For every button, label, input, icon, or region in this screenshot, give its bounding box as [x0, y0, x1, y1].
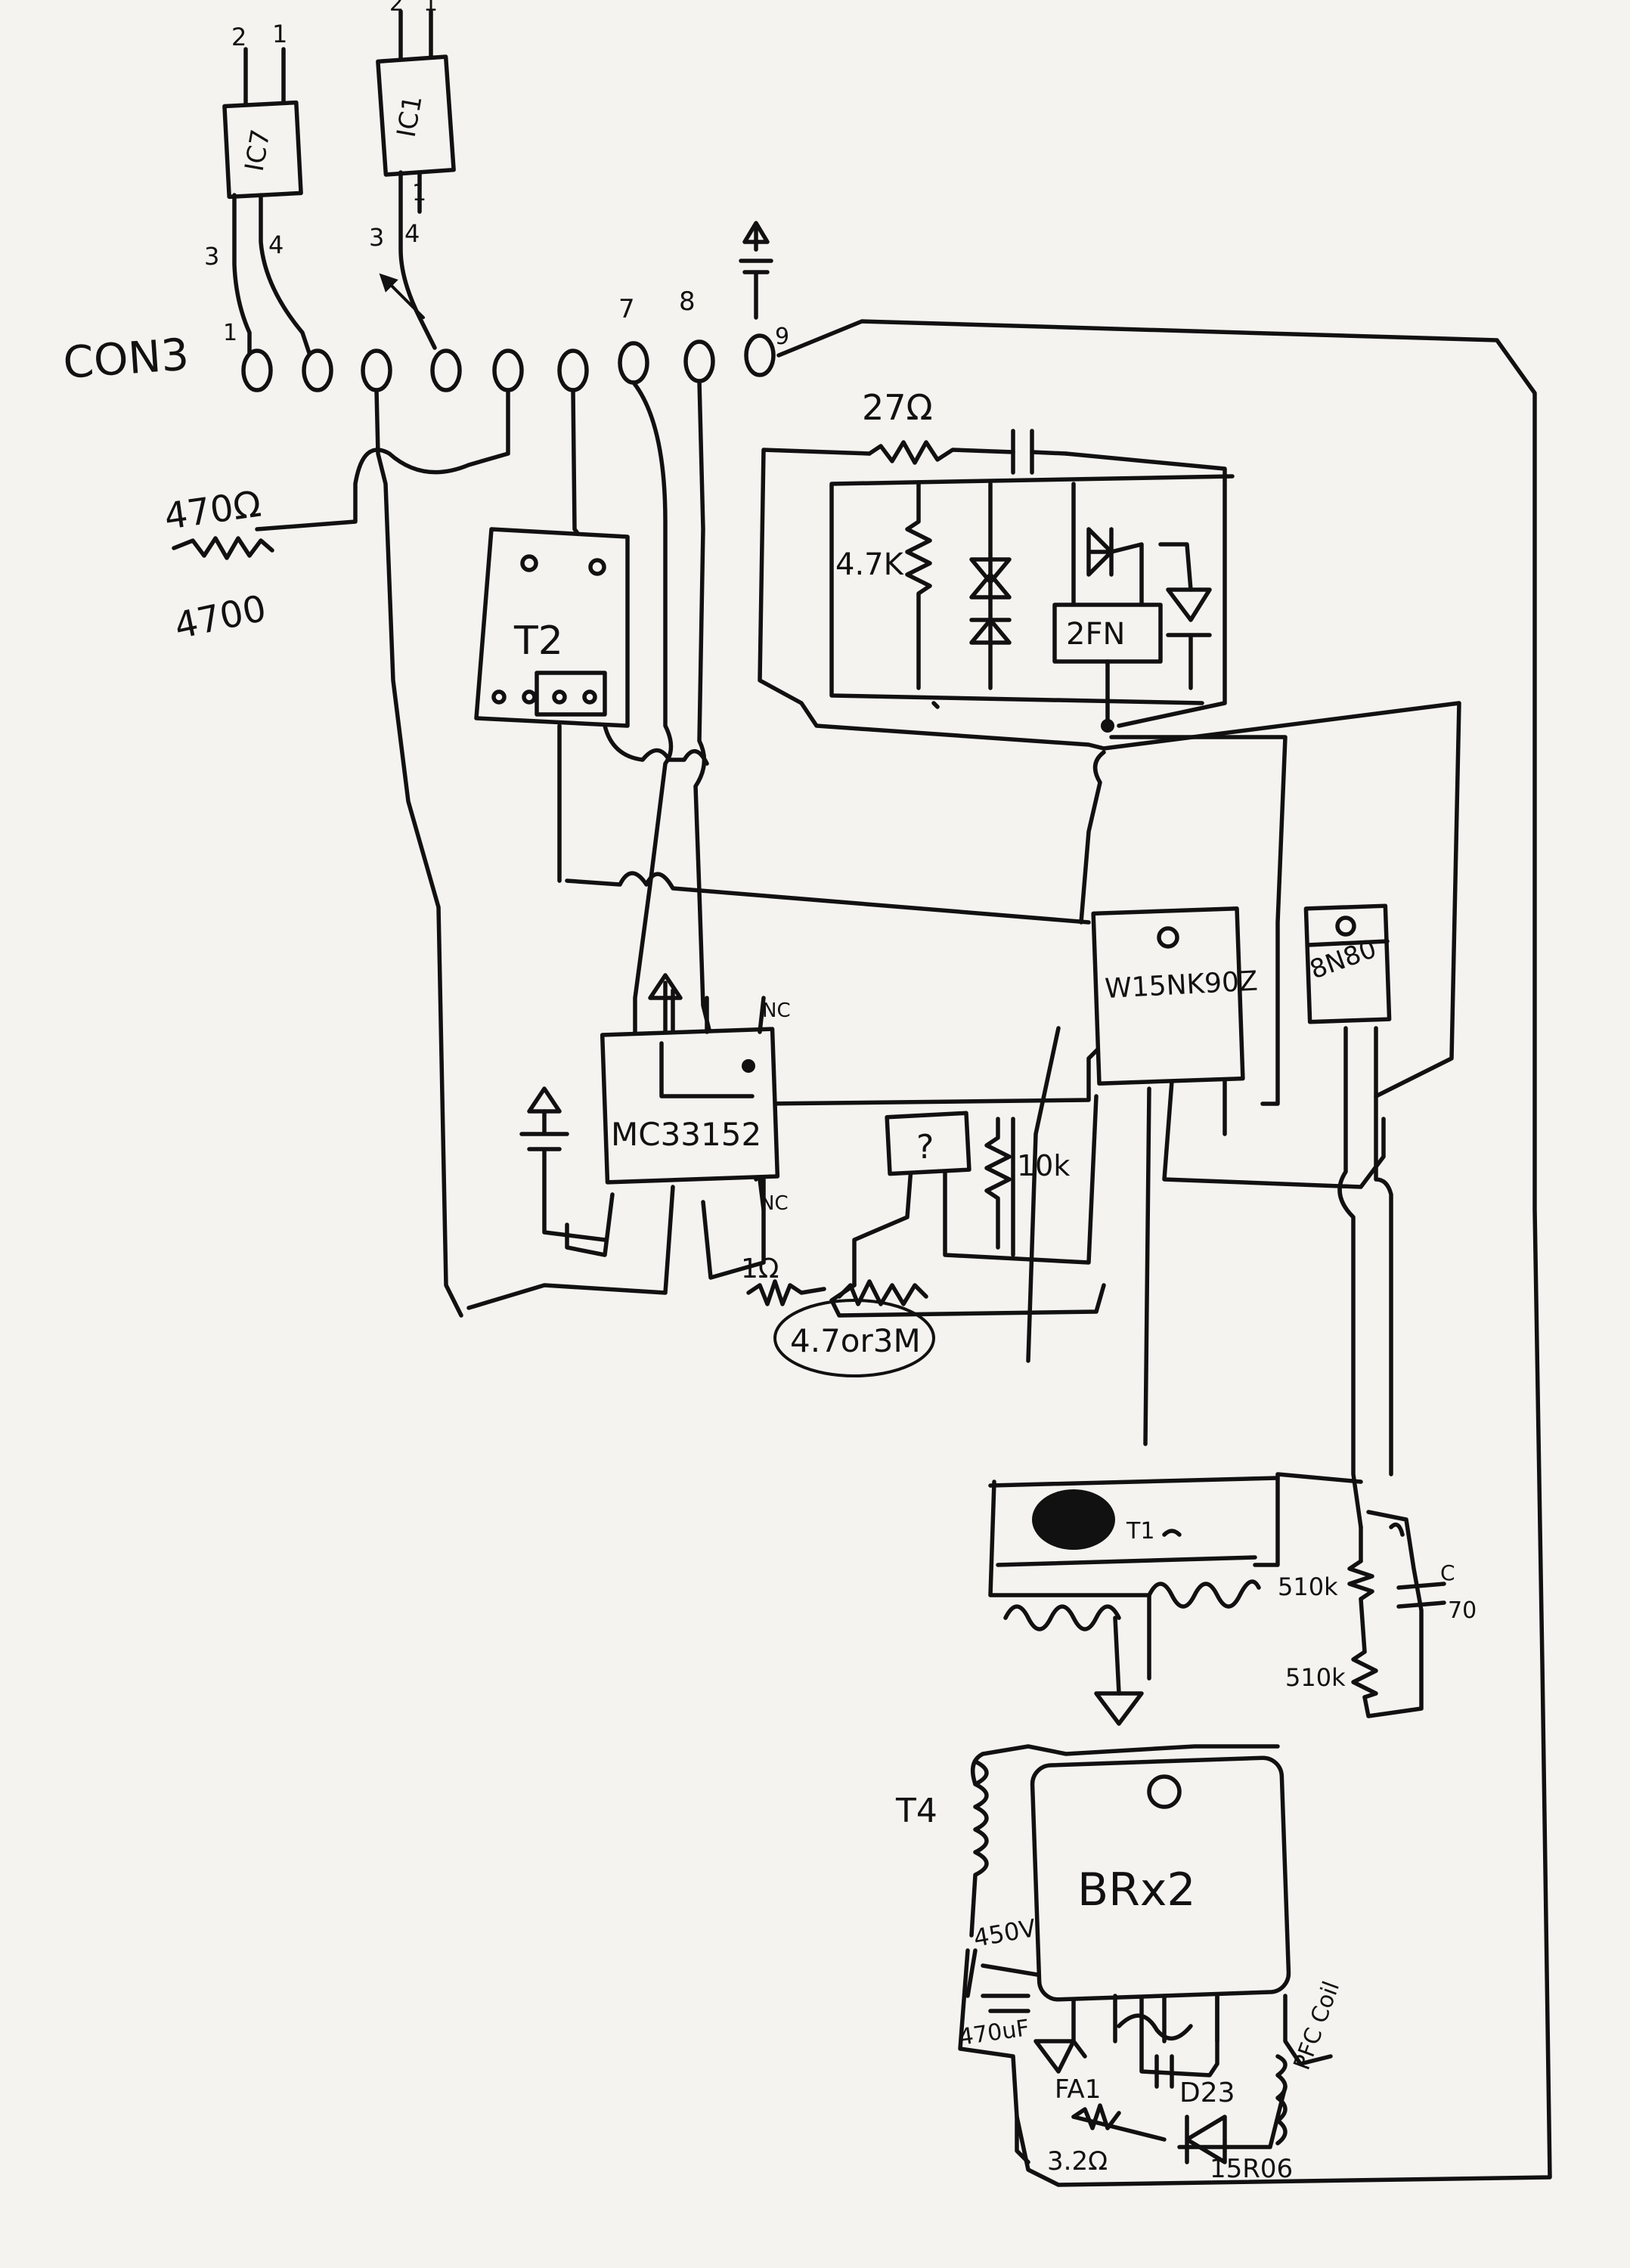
ic7-pin-3: 3 — [204, 242, 219, 271]
ic1-optocoupler: IC1 2 1 1 3 4 — [369, 0, 456, 350]
transformer-t2: T2 — [474, 527, 630, 728]
diode-part-label: 15R06 — [1210, 2154, 1293, 2184]
transformer-t1: T1 — [988, 1476, 1280, 1726]
feedback-divider: 510k 510k C 70 — [1278, 1559, 1477, 1699]
nc-top-label: NC — [762, 999, 791, 1022]
t1-label: T1 — [1126, 1518, 1154, 1545]
cap-470uf-label: 470uF — [957, 2015, 1030, 2051]
resistor-27-label: 27Ω — [862, 387, 933, 428]
resistor-1r-label: 1Ω — [741, 1253, 779, 1284]
con3-pins — [241, 333, 776, 392]
ic7-pin-4: 4 — [268, 231, 284, 259]
ic7-pin-1: 1 — [272, 20, 287, 48]
resistor-27-cap: 27Ω — [862, 387, 1068, 475]
ic7-pin-2: 2 — [231, 23, 246, 51]
ic1-pin-1-top: 1 — [423, 0, 438, 17]
resistor-470-label: 470Ω — [162, 483, 264, 538]
t2-label: T2 — [513, 618, 563, 664]
con3-pin-9: 9 — [775, 324, 789, 350]
resistor-4k7-label: 4.7K — [835, 547, 905, 582]
ic1-pin-4: 4 — [404, 219, 420, 248]
t4-label: T4 — [895, 1792, 937, 1830]
resistor-10k-label: 10k — [1017, 1149, 1070, 1182]
transformer-t4: T4 — [895, 1759, 989, 1938]
ic1-pin-3: 3 — [369, 223, 384, 252]
ic7-optocoupler: IC7 2 1 3 4 — [204, 20, 312, 358]
driver-mc33152: MC33152 NC NC — [519, 973, 791, 1242]
sense-resistors: 1Ω 4.7or3M — [741, 1253, 935, 1377]
mc33152-label: MC33152 — [611, 1116, 761, 1153]
diode-label: D23 — [1179, 2077, 1235, 2108]
fuse-label: FA1 — [1055, 2074, 1101, 2105]
unknown-part-label: ? — [916, 1128, 934, 1167]
ic1-pin-2: 2 — [389, 0, 404, 17]
cap-c-value-label: 70 — [1448, 1597, 1477, 1624]
bridge-brx2: BRx2 — [1030, 1755, 1291, 2089]
pfc-coil: PFC Coil — [1275, 1978, 1346, 2146]
con3-pin-8: 8 — [679, 287, 696, 317]
con3-pin-1: 1 — [223, 320, 237, 346]
mosfet-w15nk90z: W15NK90Z — [1091, 906, 1259, 1086]
resistor-510k-b-label: 510k — [1285, 1663, 1346, 1692]
bridge-label: BRx2 — [1077, 1864, 1196, 1916]
con3-label: CON3 — [61, 329, 191, 389]
resistor-4700-label: 4700 — [171, 587, 270, 648]
zener-module-label: 2FN — [1066, 617, 1125, 652]
mosfet-8n80: 8N80 — [1303, 903, 1392, 1024]
sense-note-label: 4.7or3M — [790, 1322, 921, 1359]
diode-d23: D23 15R06 — [1179, 2077, 1293, 2184]
resistor-470: 470Ω 4700 — [162, 483, 274, 648]
supply-symbol-top — [739, 221, 773, 320]
nc-bottom-label: NC — [760, 1192, 789, 1215]
ic1-label: IC1 — [392, 93, 429, 140]
resistor-510k-a-label: 510k — [1278, 1572, 1338, 1601]
unknown-part-and-10k: ? 10k — [885, 1111, 1070, 1250]
con3-pin-7: 7 — [618, 294, 635, 324]
ic7-label: IC7 — [240, 127, 277, 174]
wiring — [255, 319, 1552, 2187]
fuse-fa1: FA1 3.2Ω — [1047, 2074, 1121, 2177]
pfc-coil-label: PFC Coil — [1289, 1978, 1346, 2073]
cap-450v-label: 450V — [971, 1913, 1038, 1953]
cap-c-label: C — [1440, 1560, 1455, 1585]
resistor-output-label: 3.2Ω — [1047, 2146, 1108, 2177]
snubber-block: 4.7K 2FN — [829, 474, 1235, 733]
